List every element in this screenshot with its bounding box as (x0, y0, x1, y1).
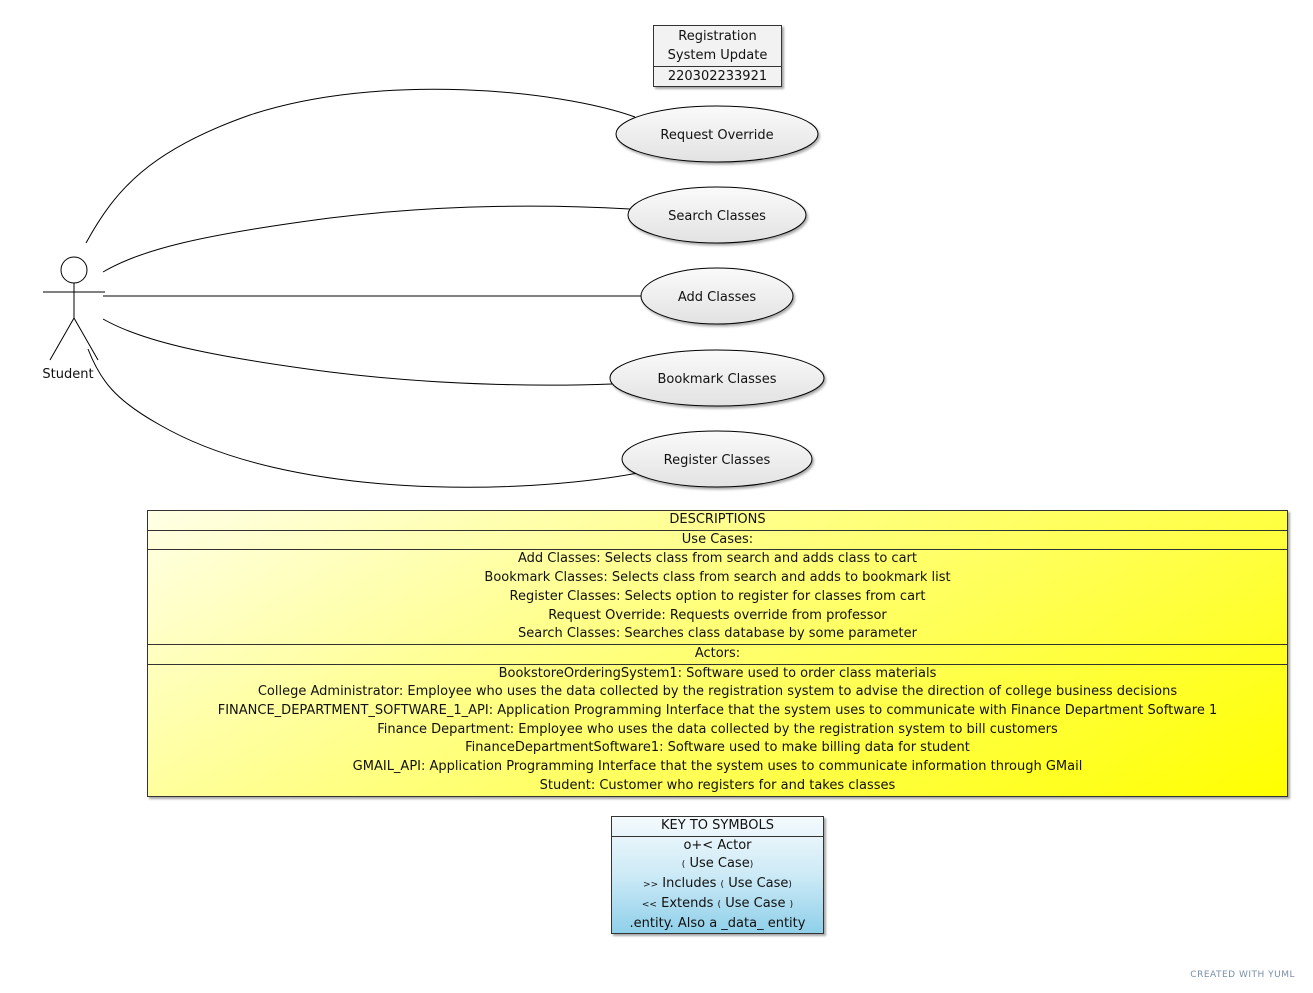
includes-target: Use Case (728, 876, 789, 892)
actors-header: Actors: (148, 645, 1287, 665)
extends-label: Extends (661, 895, 714, 911)
use-case-label: Search Classes (668, 209, 766, 224)
use-case-request-override[interactable]: Request Override (615, 105, 819, 163)
extends-prefix: << (641, 899, 657, 910)
description-line: Student: Customer who registers for and … (539, 777, 896, 793)
key-use-case-text: Use Case (689, 856, 750, 872)
description-line: FinanceDepartmentSoftware1: Software use… (465, 740, 970, 756)
association-request-override (85, 88, 636, 244)
key-header: KEY TO SYMBOLS (612, 817, 823, 837)
key-use-case-line: ( Use Case) (681, 856, 754, 872)
key-includes-line: >> Includes ( Use Case) (643, 876, 792, 892)
extends-target: Use Case (725, 895, 786, 911)
description-line: GMAIL_API: Application Programming Inter… (352, 759, 1083, 775)
use-case-label: Request Override (660, 128, 773, 143)
use-case-label: Register Classes (664, 453, 771, 468)
actor-label: Student (42, 367, 93, 382)
key-actor-line: o+< Actor (683, 837, 752, 853)
use-case-add-classes[interactable]: Add Classes (640, 267, 794, 325)
description-line: Bookmark Classes: Selects class from sea… (484, 570, 951, 586)
use-case-register-classes[interactable]: Register Classes (621, 430, 813, 488)
use-case-descriptions: Add Classes: Selects class from search a… (148, 550, 1287, 645)
includes-prefix: >> (643, 880, 659, 891)
association-search-classes (102, 205, 631, 273)
description-line: Search Classes: Searches class database … (518, 626, 917, 642)
actor-head-icon (60, 256, 88, 284)
title-box-id: 220302233921 (667, 69, 768, 84)
use-case-label: Add Classes (678, 290, 757, 305)
use-case-search-classes[interactable]: Search Classes (627, 186, 807, 244)
description-line: Request Override: Requests override from… (548, 607, 887, 623)
actor-student[interactable]: Student (42, 256, 105, 382)
title-box-name: Registration System Update (654, 26, 781, 67)
description-line: Add Classes: Selects class from search a… (517, 551, 917, 567)
association-bookmark-classes (102, 318, 613, 386)
title-box: Registration System Update 220302233921 (653, 25, 782, 87)
key-extends-line: << Extends ( Use Case ) (641, 895, 794, 911)
includes-label: Includes (662, 876, 717, 892)
description-line: BookstoreOrderingSystem1: Software used … (498, 665, 937, 681)
use-case-bookmark-classes[interactable]: Bookmark Classes (609, 349, 825, 407)
key-to-symbols: KEY TO SYMBOLS o+< Actor ( Use Case) >> … (611, 816, 824, 935)
description-line: FINANCE_DEPARTMENT_SOFTWARE_1_API: Appli… (217, 703, 1218, 719)
descriptions-note: DESCRIPTIONS Use Cases: Add Classes: Sel… (147, 510, 1288, 797)
association-register-classes (87, 348, 639, 488)
use-cases-header: Use Cases: (148, 531, 1287, 551)
description-line: College Administrator: Employee who uses… (257, 684, 1178, 700)
description-line: Finance Department: Employee who uses th… (377, 721, 1058, 737)
description-line: Register Classes: Selects option to regi… (509, 588, 926, 604)
descriptions-header: DESCRIPTIONS (148, 511, 1287, 531)
use-case-label: Bookmark Classes (658, 372, 777, 387)
key-entity-line: .entity. Also a _data_ entity (629, 915, 806, 931)
actor-descriptions: BookstoreOrderingSystem1: Software used … (148, 665, 1287, 796)
credit-text: CREATED WITH YUML (1190, 970, 1295, 980)
